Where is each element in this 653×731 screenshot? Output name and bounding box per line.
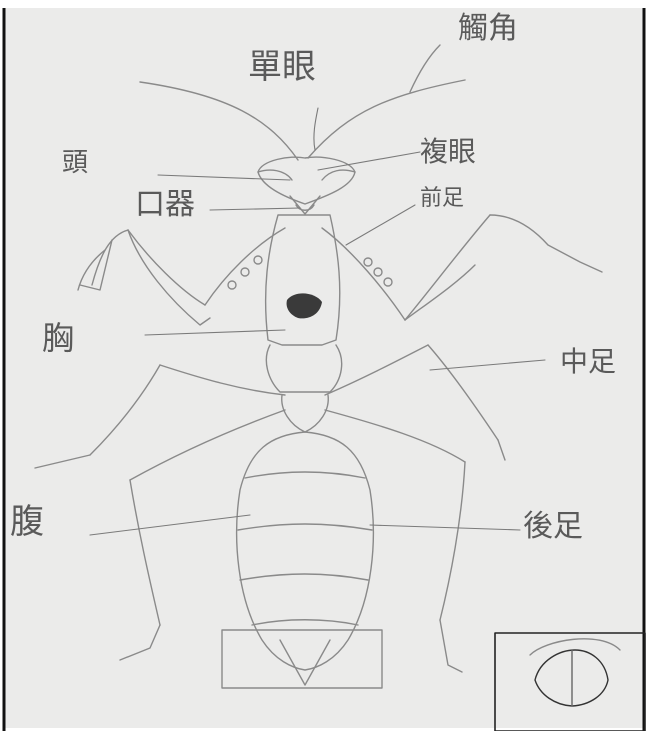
- label-foreleg: 前足: [420, 188, 464, 210]
- label-compound-eye: 複眼: [420, 138, 476, 166]
- label-head: 頭: [62, 150, 88, 176]
- label-antenna: 觸角: [458, 14, 518, 44]
- label-simple-eye: 單眼: [248, 50, 316, 84]
- label-midleg: 中足: [560, 348, 616, 376]
- label-thorax: 胸: [42, 322, 74, 354]
- label-abdomen: 腹: [10, 505, 44, 539]
- label-mouthparts: 口器: [135, 190, 195, 220]
- label-hindleg: 後足: [523, 512, 583, 542]
